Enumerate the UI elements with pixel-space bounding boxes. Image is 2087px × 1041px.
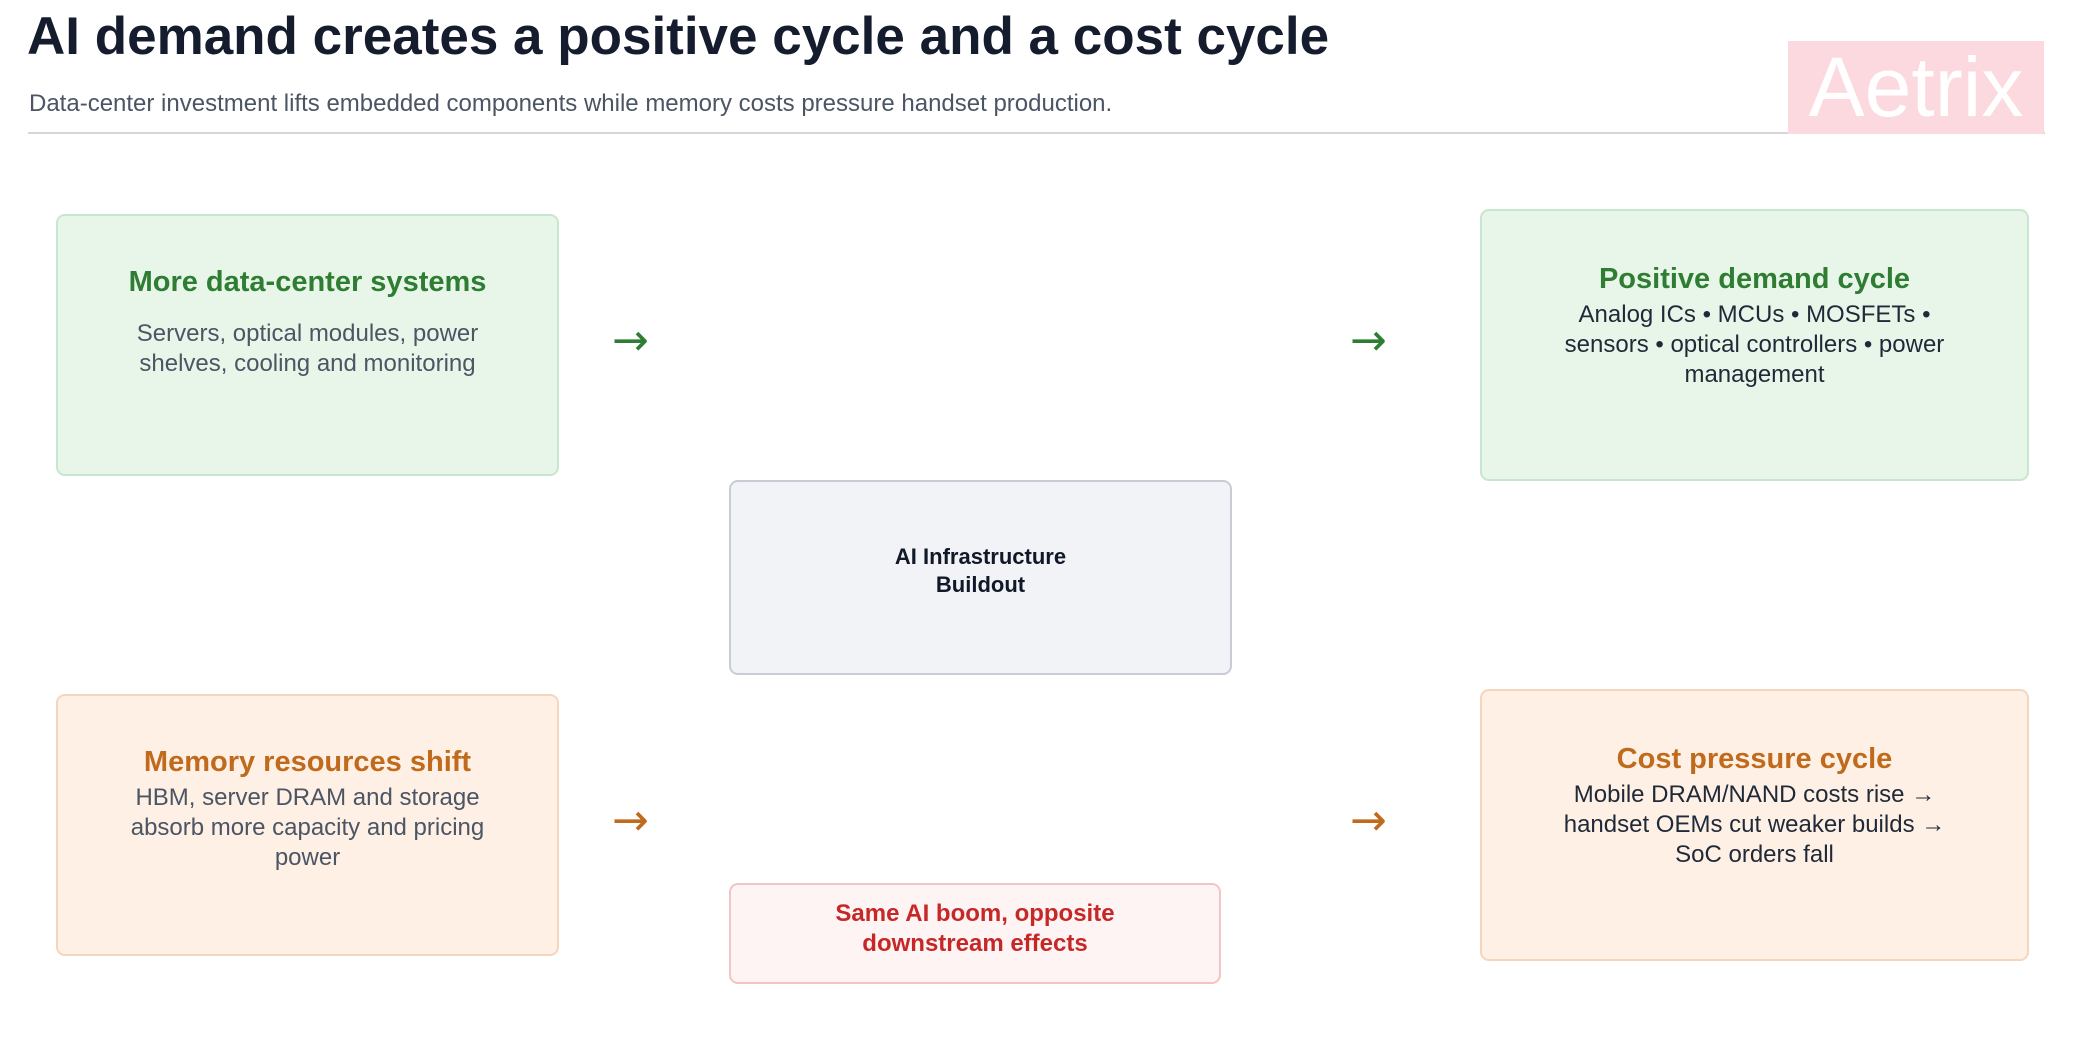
center-line: AI Infrastructure xyxy=(894,544,1067,569)
page-subtitle: Data-center investment lifts embedded co… xyxy=(29,90,1113,117)
body-line: absorb more capacity and pricing xyxy=(130,814,485,841)
body-line: Analog ICs • MCUs • MOSFETs • xyxy=(1578,301,1931,328)
right-arrow-icon: → xyxy=(612,315,649,366)
ai-infrastructure-node: AI Infrastructure Buildout xyxy=(729,480,1232,675)
cost-pressure-cycle-body: Mobile DRAM/NAND costs rise → handset OE… xyxy=(1482,780,2027,870)
body-line: handset OEMs cut weaker builds → xyxy=(1563,811,1946,838)
header-divider xyxy=(28,132,2045,134)
memory-resources-box: Memory resources shift HBM, server DRAM … xyxy=(56,694,559,956)
body-line: management xyxy=(1684,361,1825,388)
memory-resources-body: HBM, server DRAM and storage absorb more… xyxy=(58,783,557,873)
opposite-effects-label: Same AI boom, opposite downstream effect… xyxy=(731,899,1219,959)
opposite-effects-note: Same AI boom, opposite downstream effect… xyxy=(729,883,1221,984)
body-line: HBM, server DRAM and storage xyxy=(135,784,480,811)
memory-resources-title: Memory resources shift xyxy=(143,746,472,778)
positive-demand-cycle-box: Positive demand cycle Analog ICs • MCUs … xyxy=(1480,209,2029,481)
note-line: Same AI boom, opposite xyxy=(835,900,1115,927)
body-line: Servers, optical modules, power xyxy=(136,320,479,347)
positive-demand-cycle-title: Positive demand cycle xyxy=(1598,263,1911,295)
data-center-systems-title: More data-center systems xyxy=(128,266,487,298)
cost-pressure-cycle-box: Cost pressure cycle Mobile DRAM/NAND cos… xyxy=(1480,689,2029,961)
data-center-systems-body: Servers, optical modules, power shelves,… xyxy=(58,319,557,379)
right-arrow-icon: → xyxy=(612,795,649,846)
cost-pressure-cycle-title: Cost pressure cycle xyxy=(1616,743,1893,775)
right-arrow-icon: → xyxy=(1350,795,1387,846)
right-arrow-icon: → xyxy=(1350,315,1387,366)
body-line: shelves, cooling and monitoring xyxy=(139,350,476,377)
center-line: Buildout xyxy=(935,572,1026,597)
data-center-systems-box: More data-center systems Servers, optica… xyxy=(56,214,559,476)
brand-logo: Aetrix xyxy=(1788,41,2044,134)
body-line: power xyxy=(274,844,341,871)
ai-infrastructure-label: AI Infrastructure Buildout xyxy=(731,543,1230,599)
note-line: downstream effects xyxy=(862,930,1088,957)
page-title: AI demand creates a positive cycle and a… xyxy=(27,7,1330,66)
body-line: SoC orders fall xyxy=(1675,841,1834,868)
body-line: sensors • optical controllers • power xyxy=(1564,331,1945,358)
body-line: Mobile DRAM/NAND costs rise → xyxy=(1573,781,1936,808)
positive-demand-cycle-body: Analog ICs • MCUs • MOSFETs • sensors • … xyxy=(1482,300,2027,390)
